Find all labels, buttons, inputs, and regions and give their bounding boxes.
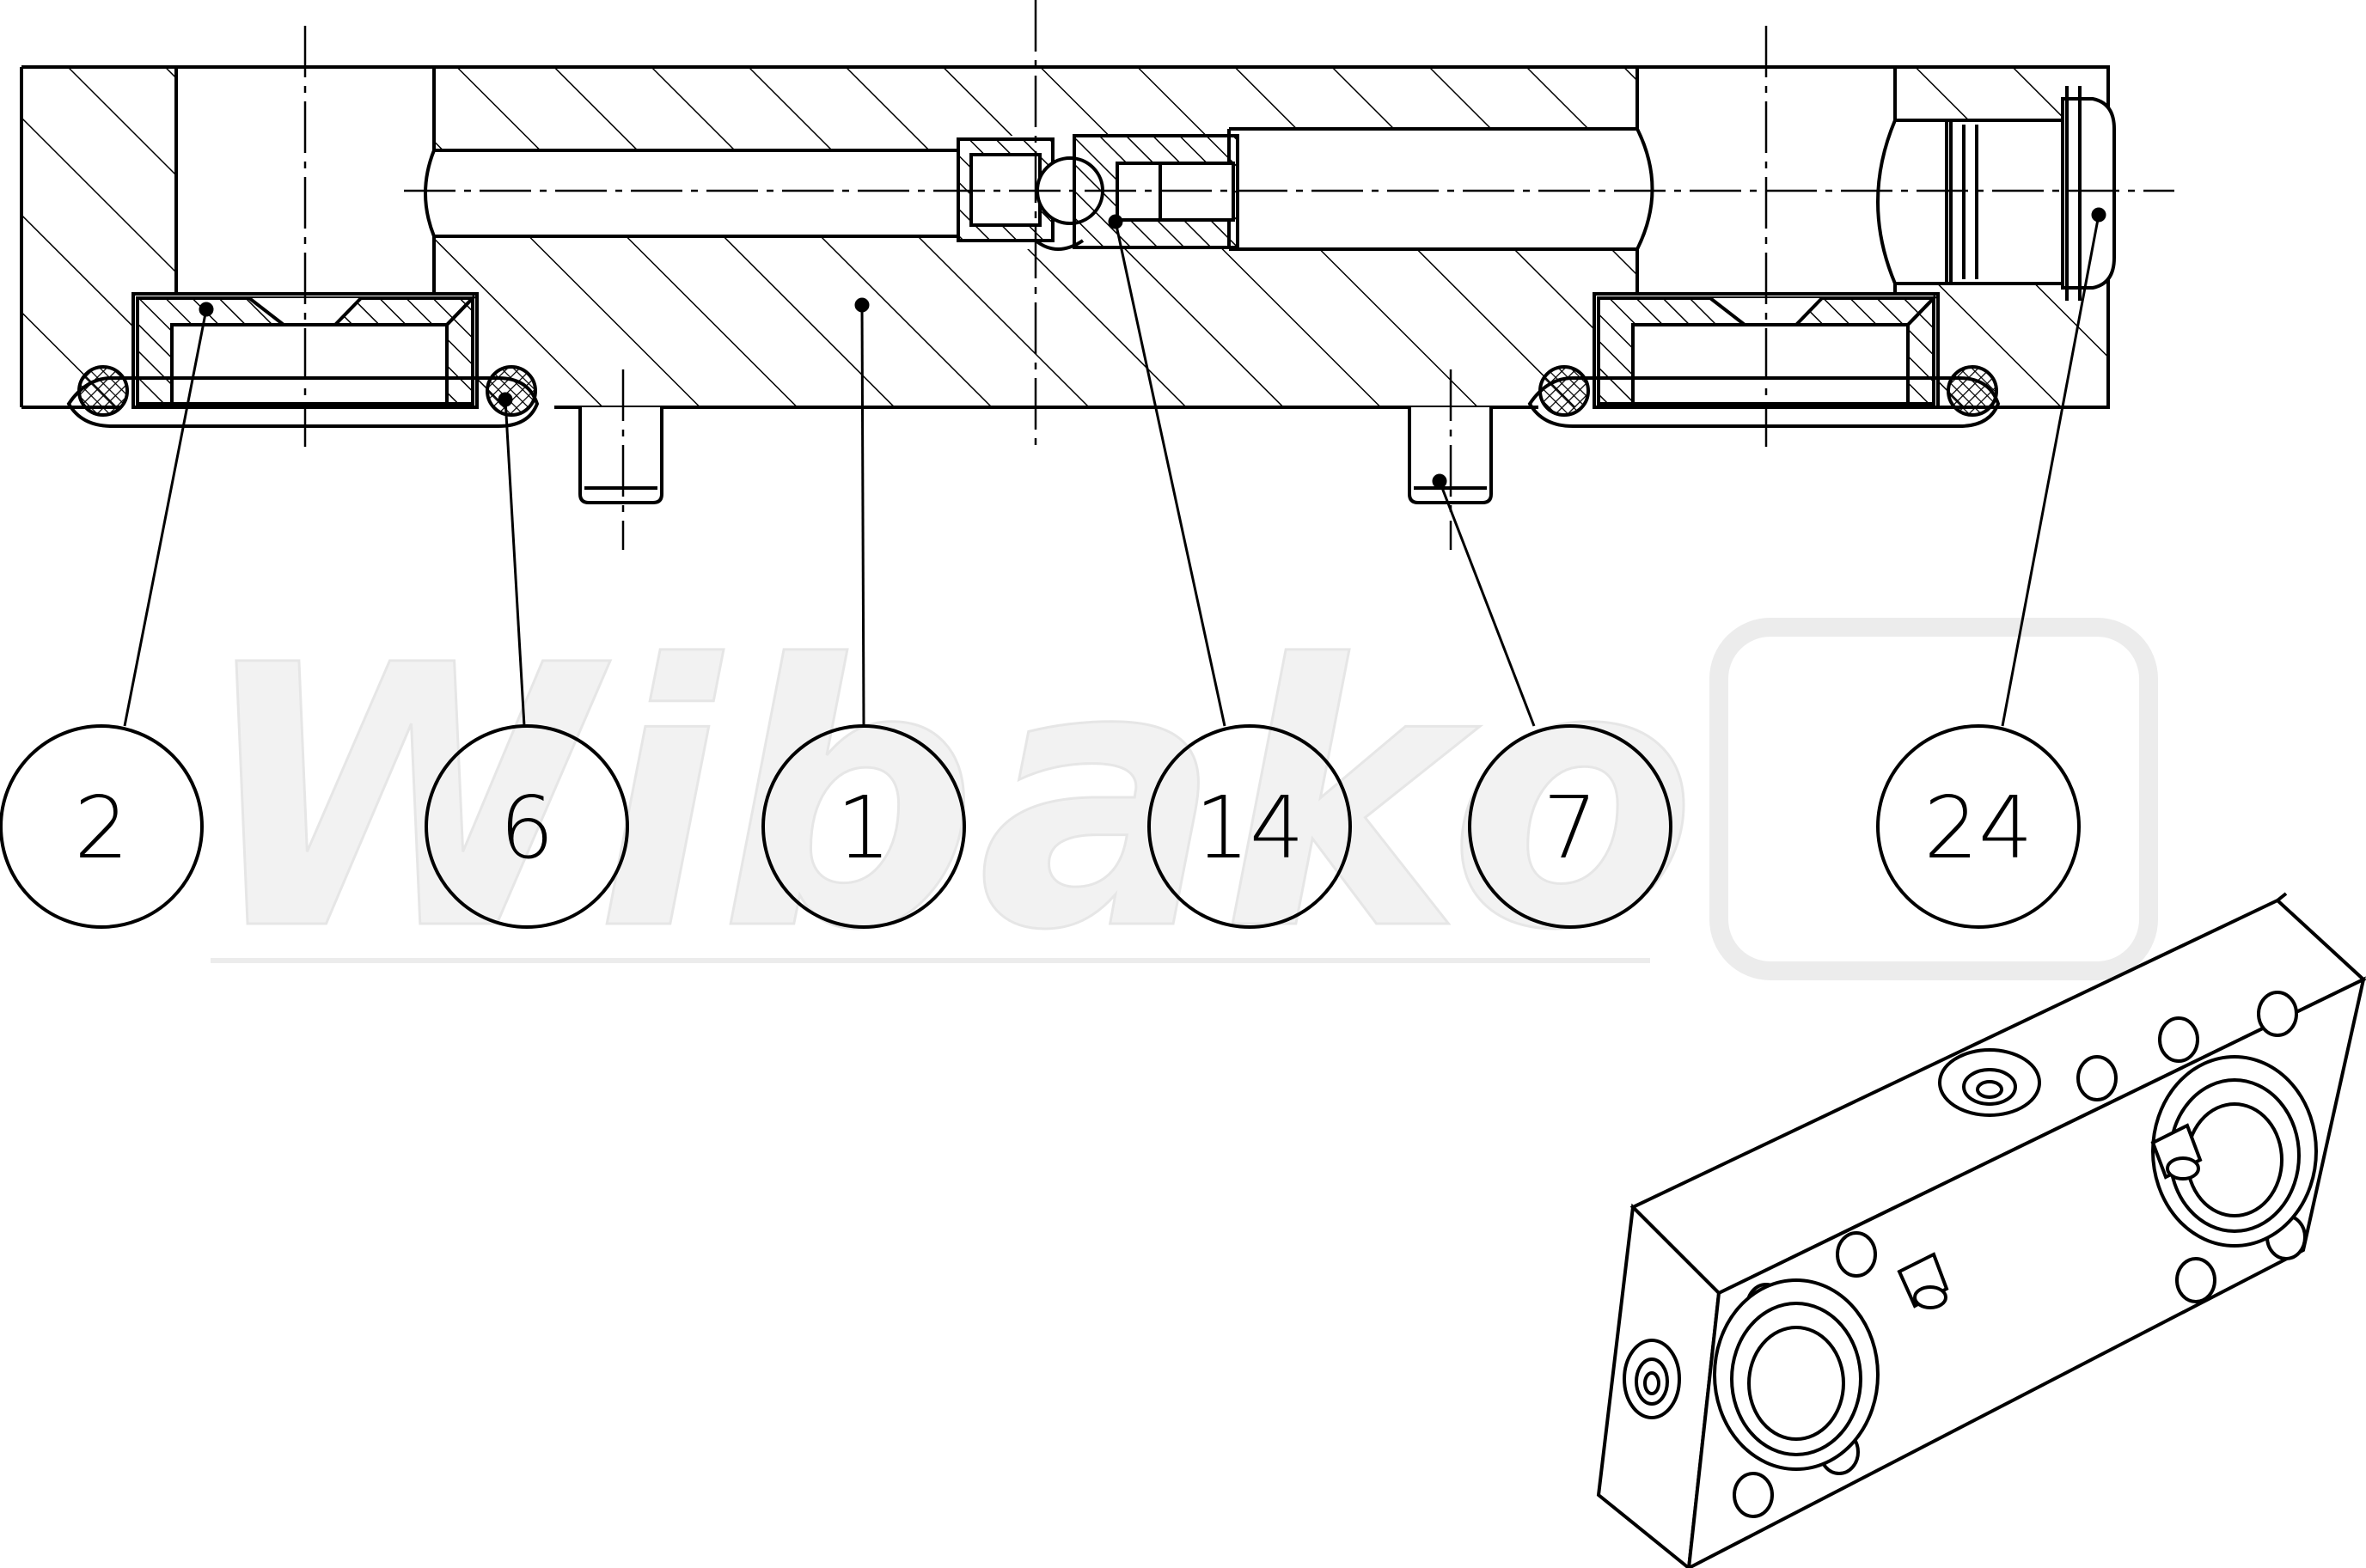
- iso-front-port: [1623, 1339, 1681, 1419]
- callout-1: 1: [761, 724, 966, 929]
- o-ring-right-a: [1538, 365, 1590, 417]
- callout-7: 7: [1468, 724, 1672, 929]
- watermark-logo-frame: [1709, 618, 2158, 980]
- check-valve: [957, 134, 1239, 251]
- callout-label: 2: [74, 778, 129, 878]
- iso-top-port: [1938, 1048, 2041, 1117]
- port-plug: [1945, 86, 2116, 301]
- isometric-view: [1596, 892, 2366, 1568]
- center-lines: [303, 0, 2174, 550]
- iso-large-port-right: [2151, 1055, 2318, 1248]
- o-ring-right-b: [1947, 365, 1998, 417]
- leader-lines: [123, 207, 2106, 727]
- section-view: [0, 0, 2366, 550]
- callout-24: 24: [1876, 724, 2081, 929]
- watermark: Wibako: [197, 589, 2158, 1011]
- callout-6: 6: [425, 724, 629, 929]
- callout-label: 7: [1543, 778, 1598, 878]
- callout-label: 6: [499, 778, 554, 878]
- callout-label: 24: [1923, 778, 2033, 878]
- watermark-text: Wibako: [198, 589, 1697, 1010]
- callout-label: 1: [836, 778, 891, 878]
- callout-2: 2: [0, 724, 204, 929]
- o-ring-left-b: [486, 365, 537, 417]
- callout-14: 14: [1147, 724, 1352, 929]
- o-ring-left-a: [77, 365, 129, 417]
- iso-pins: [1897, 1123, 2203, 1309]
- callout-label: 14: [1195, 778, 1304, 878]
- dowel-pins: [578, 407, 1493, 504]
- callouts: 2 6 1 14 7 24: [0, 724, 2081, 929]
- iso-large-port-left: [1713, 1278, 1880, 1471]
